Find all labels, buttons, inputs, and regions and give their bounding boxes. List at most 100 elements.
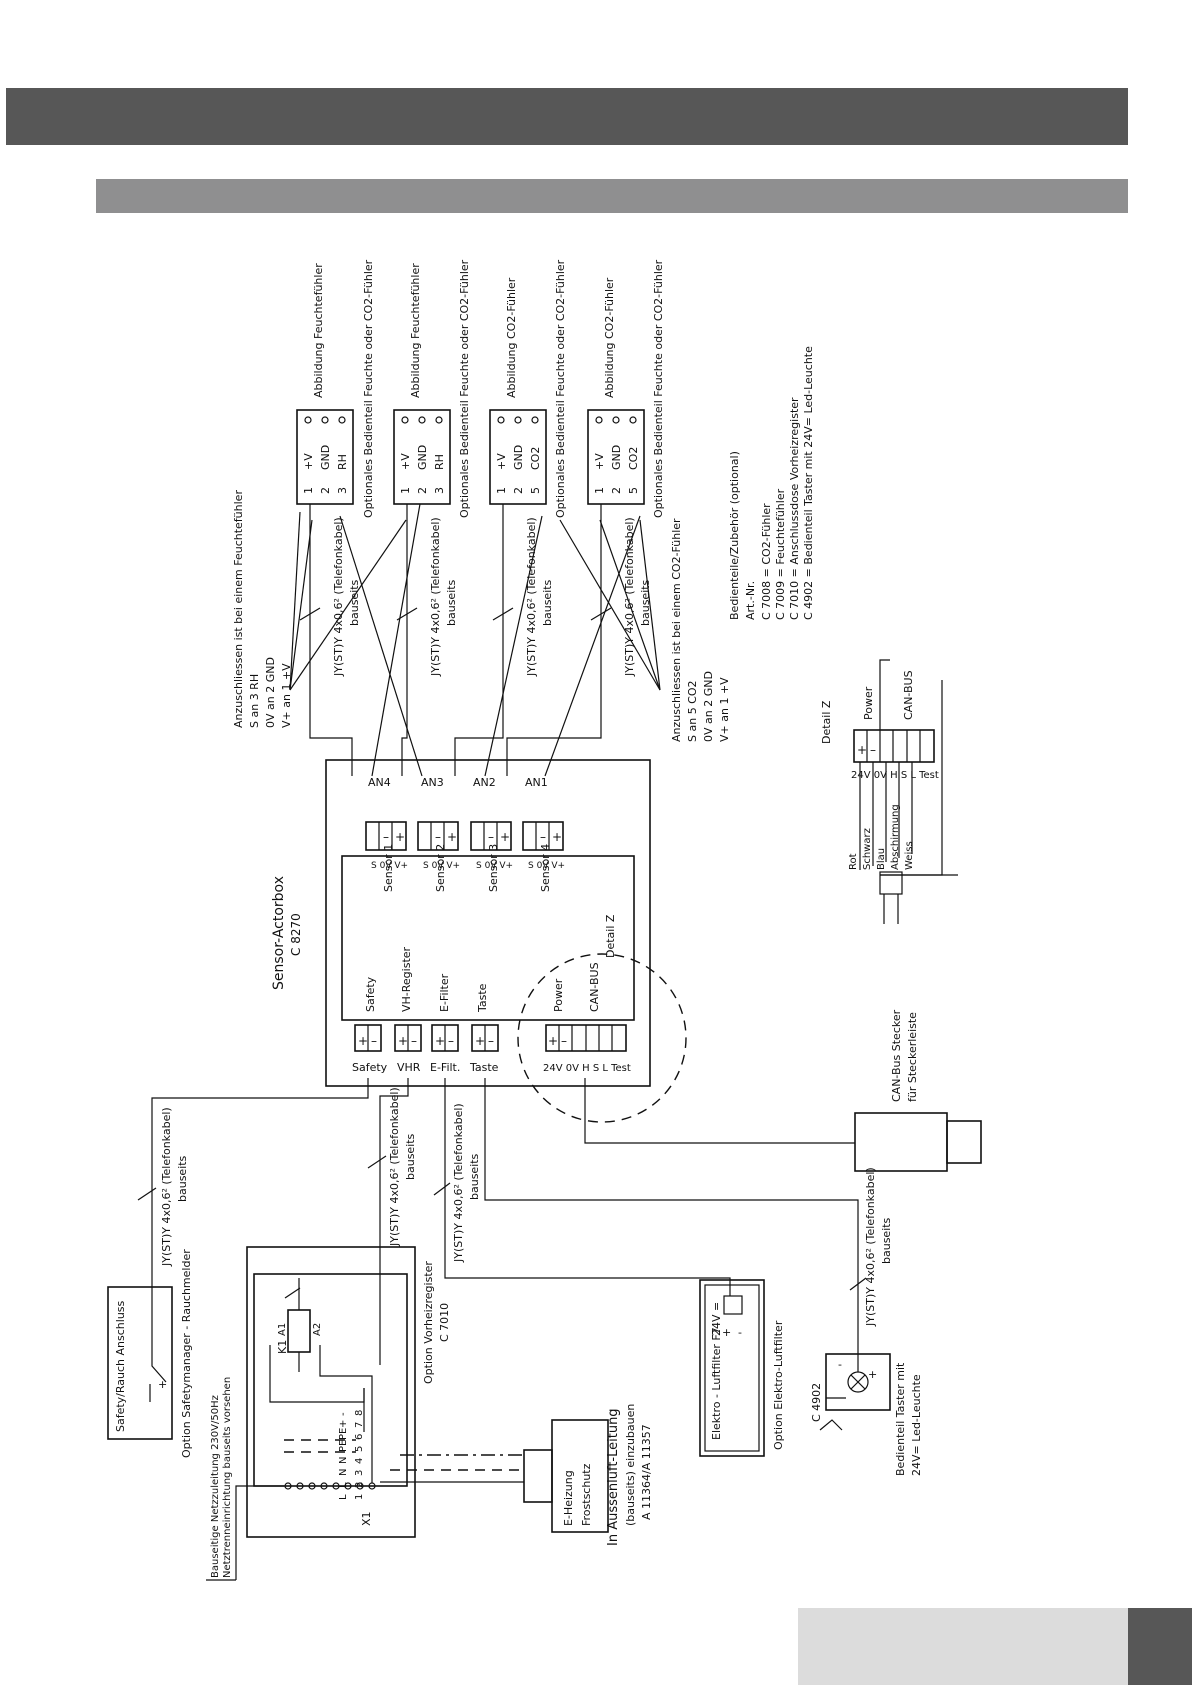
sensor-2-terminal-2: 2 — [416, 487, 429, 494]
svg-text:+: + — [447, 830, 457, 844]
bottom-taste: Taste — [469, 1061, 499, 1074]
efilter-cable-bauseits: bauseits — [468, 1153, 481, 1200]
an1-label: AN1 — [525, 776, 548, 789]
sensor-3-signal-v: +V — [495, 453, 508, 470]
sensor-3-pins: S 0V V+ — [476, 861, 513, 871]
sensor-2-signal-v: +V — [399, 453, 412, 470]
detail-z-power: Power — [862, 686, 875, 720]
rh-note: Anzuschliessen ist bei einem Feuchtefühl… — [232, 490, 293, 728]
bottom-terminals: +– +– +– +– +– Safety VHR E-Filt. Taste … — [352, 1024, 631, 1074]
svg-text:+: + — [358, 1034, 368, 1048]
svg-text:+: + — [338, 1420, 349, 1428]
actorbox-title: Sensor-Actorbox — [271, 876, 287, 990]
x1-label: X1 — [360, 1511, 373, 1526]
safety-box-title: Safety/Rauch Anschluss — [114, 1300, 127, 1432]
svg-text:–: – — [488, 1034, 494, 1048]
co2-note-line-3: 0V an 2 GND — [702, 671, 715, 742]
safety-cable — [151, 1078, 369, 1318]
efilter-minus: - — [738, 1326, 742, 1339]
efilter-voltage: 24V = — [710, 1302, 723, 1336]
rh-note-line-1: Anzuschliessen ist bei einem Feuchtefühl… — [232, 490, 245, 728]
eheater-box: E-Heizung Frostschutz In Aussenluft-Leit… — [523, 1404, 653, 1546]
sensor-3-caption: Abbildung CO2-Fühler — [505, 277, 518, 398]
svg-text:PE: PE — [338, 1428, 349, 1440]
co2-note: Anzuschliessen ist bei einem CO2-Fühler … — [670, 518, 731, 742]
svg-text:+: + — [552, 830, 562, 844]
sensor-box-3: 5 2 1 CO2 GND +V Abbildung CO2-Fühler Op… — [489, 259, 567, 518]
accessories-c7010: C 7010 = Anschlussdose Vorheizregister — [788, 397, 801, 620]
svg-text:–: – — [383, 830, 389, 844]
eheater-line-2-label: Frostschutz — [580, 1463, 593, 1526]
sensor-2-caption: Abbildung Feuchtefühler — [409, 263, 422, 398]
sensor-3-terminal-2: 2 — [512, 487, 525, 494]
vhr-cable-label: JY(ST)Y 4x0,6² (Telefonkabel) — [388, 1087, 401, 1247]
accessories-c7008: C 7008 = CO2-Fühler — [760, 503, 773, 620]
sensor-4-pins: S 0V V+ — [528, 861, 565, 871]
taster-plus: + — [868, 1368, 877, 1381]
relay-a1: A1 — [277, 1323, 288, 1336]
an3-label: AN3 — [421, 776, 444, 789]
wire-schwarz: Schwarz — [862, 828, 873, 870]
sensor-cables — [289, 503, 661, 777]
efilter-cable-label: JY(ST)Y 4x0,6² (Telefonkabel) — [452, 1103, 465, 1263]
actorbox-code: C 8270 — [289, 913, 303, 956]
sensor-2-terminal-3: 3 — [433, 487, 446, 494]
detail-z-title: Detail Z — [820, 700, 833, 744]
sensor-4-signal-v: +V — [593, 453, 606, 470]
an2-label: AN2 — [473, 776, 496, 789]
bottom-e-filt: E-Filt. — [430, 1061, 460, 1074]
wire-abschirmung: Abschirmung — [890, 804, 901, 870]
rh-note-line-2: S an 3 RH — [248, 674, 261, 728]
safety-cable-label: JY(ST)Y 4x0,6² (Telefonkabel) — [160, 1107, 173, 1267]
preheater-caption-2: C 7010 — [438, 1303, 451, 1342]
accessories-c7009: C 7009 = Feuchtefühler — [774, 488, 787, 620]
inner-canbus: CAN-BUS — [588, 962, 601, 1012]
sensor-3-signal-gnd: GND — [512, 445, 525, 470]
sensor-1-pins: S 0V V+ — [371, 861, 408, 871]
sensor-1-signal-gnd: GND — [319, 445, 332, 470]
svg-text:+: + — [435, 1034, 445, 1048]
svg-text:–: – — [435, 830, 441, 844]
taste-cable-bauseits: bauseits — [880, 1217, 893, 1264]
header-bar — [6, 88, 1128, 145]
svg-text:–: – — [411, 1034, 417, 1048]
svg-text:+: + — [857, 743, 867, 757]
footer-page-tab — [1128, 1608, 1192, 1685]
sensor-1-label: Sensor 1 — [382, 844, 395, 892]
efilter-box: Elektro - Luftfilter F7 24V = + - Option… — [699, 1279, 785, 1457]
terminal-block-x1: X1 1 2 3 4 5 6 7 8 L L N N PE PE + - — [284, 1410, 376, 1526]
sensor-4-cable-bauseits: bauseits — [639, 579, 652, 626]
sensor-3-optional-caption: Optionales Bedienteil Feuchte oder CO2-F… — [554, 259, 567, 518]
rh-note-line-3: 0V an 2 GND — [264, 657, 277, 728]
safety-box-caption: Option Safetymanager - Rauchmelder — [180, 1249, 193, 1458]
svg-text:–: – — [448, 1034, 454, 1048]
preheater-caption-1: Option Vorheizregister — [422, 1261, 435, 1384]
svg-text:+: + — [500, 830, 510, 844]
svg-text:5: 5 — [354, 1446, 365, 1452]
svg-text:4: 4 — [354, 1458, 365, 1464]
taster-caption-1: Bedienteil Taster mit — [894, 1362, 907, 1476]
safety-cable-bauseits: bauseits — [176, 1155, 189, 1202]
efilter-caption: Option Elektro-Luftfilter — [772, 1320, 785, 1450]
svg-text:L: L — [338, 1494, 349, 1500]
svg-text:+: + — [475, 1034, 485, 1048]
detail-z: Detail Z Power CAN-BUS +– 24V 0V H S L T… — [820, 659, 958, 924]
wire-weiss: Weiss — [904, 841, 915, 870]
canbus-plug-line-2: für Steckerleiste — [906, 1012, 919, 1102]
eheater-caption-3: A 11364/A 11357 — [640, 1424, 653, 1520]
inner-detail-z-ref: Detail Z — [604, 914, 617, 958]
relay-a2: A2 — [312, 1323, 323, 1336]
sensor-4-signal-co2: CO2 — [627, 447, 640, 470]
canbus-plug: CAN-Bus Stecker für Steckerleiste — [584, 1009, 982, 1172]
inner-e-filter: E-Filter — [438, 973, 451, 1012]
eheater-line-1-label: E-Heizung — [562, 1470, 575, 1526]
sensor-2-signal-rh: RH — [433, 454, 446, 470]
wire-blau: Blau — [876, 848, 887, 870]
bottom-power-pins: 24V 0V H S L Test — [543, 1063, 631, 1074]
sensor-4-cable-label: JY(ST)Y 4x0,6² (Telefonkabel) — [623, 517, 636, 677]
efilter-label: Elektro - Luftfilter F7 — [710, 1327, 723, 1440]
svg-text:+: + — [158, 1378, 167, 1391]
sensor-2-cable-label: JY(ST)Y 4x0,6² (Telefonkabel) — [429, 517, 442, 677]
